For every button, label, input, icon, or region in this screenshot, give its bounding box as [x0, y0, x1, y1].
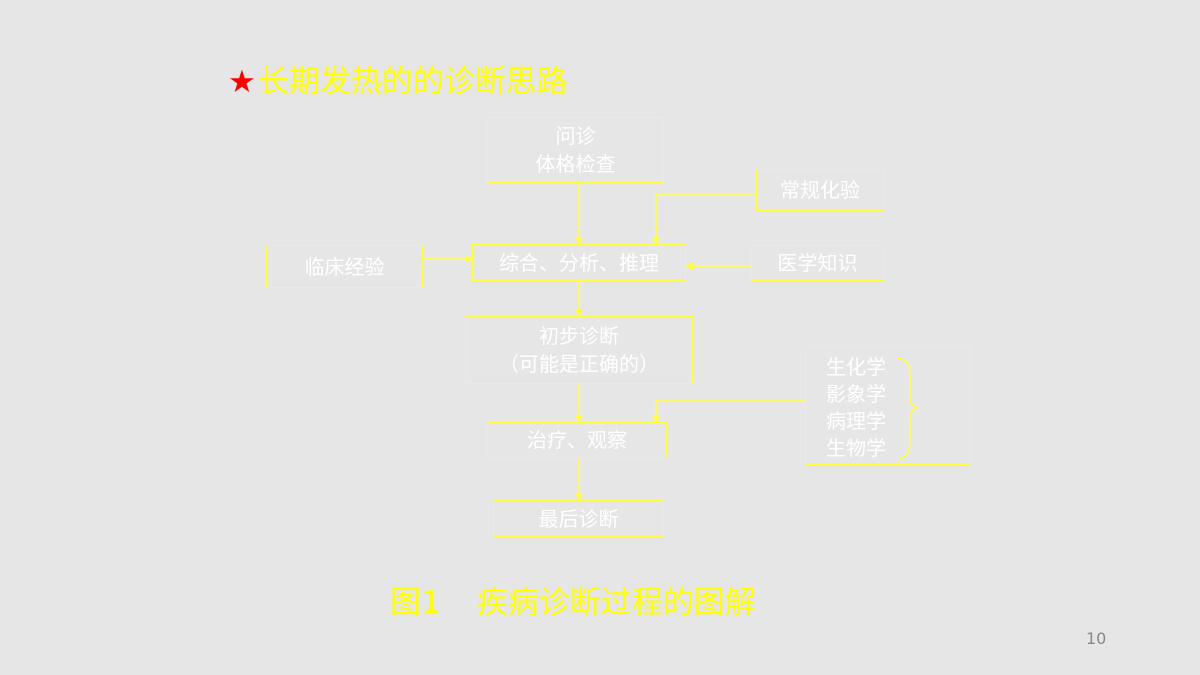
node-clinical-experience-label: 临床经验	[304, 254, 385, 279]
star-icon: ★	[228, 64, 256, 100]
node-clinical-experience: 临床经验	[266, 245, 423, 288]
arrow-routine-to-synthesis	[652, 194, 756, 245]
node-lab-tests	[805, 345, 970, 465]
lab-test-item: 影象学	[826, 382, 886, 406]
node-medical-knowledge-label: 医学知识	[777, 251, 858, 275]
node-treatment-label: 治疗、观察	[527, 428, 627, 452]
figure-caption: 图1 疾病诊断过程的图解	[390, 577, 756, 622]
slide-title: ★长期发热的的诊断思路	[228, 56, 568, 101]
node-preliminary-line2: （可能是正确的）	[499, 352, 659, 376]
lab-test-item: 生化学	[826, 355, 886, 379]
figure-caption-text: 疾病诊断过程的图解	[476, 585, 756, 621]
node-final-label: 最后诊断	[538, 506, 619, 531]
page-number: 10	[1086, 629, 1107, 648]
node-treatment: 治疗、观察	[487, 422, 667, 458]
lab-test-item: 生物学	[826, 436, 886, 460]
slide-title-text: 长期发热的的诊断思路	[257, 64, 568, 100]
node-preliminary-diagnosis: 初步诊断 （可能是正确的）	[465, 316, 693, 384]
arrow-labs-to-treatment	[652, 400, 805, 423]
node-medical-knowledge: 医学知识	[751, 245, 884, 281]
lab-tests-list: 生化学 影象学 病理学 生物学	[826, 354, 886, 462]
lab-tests-brace	[897, 357, 919, 461]
node-routine-test: 常规化验	[756, 169, 884, 211]
node-inquiry: 问诊 体格检查	[487, 117, 664, 183]
figure-caption-number: 图1	[390, 585, 441, 621]
node-final-diagnosis: 最后诊断	[493, 500, 664, 537]
node-preliminary-line1: 初步诊断	[539, 324, 619, 348]
node-routine-test-label: 常规化验	[780, 178, 860, 202]
node-synthesis-label: 综合、分析、推理	[499, 250, 659, 275]
node-inquiry-line1: 问诊	[555, 124, 596, 148]
lab-test-item: 病理学	[826, 409, 886, 433]
node-inquiry-line2: 体格检查	[535, 152, 616, 176]
node-synthesis: 综合、分析、推理	[472, 244, 686, 281]
